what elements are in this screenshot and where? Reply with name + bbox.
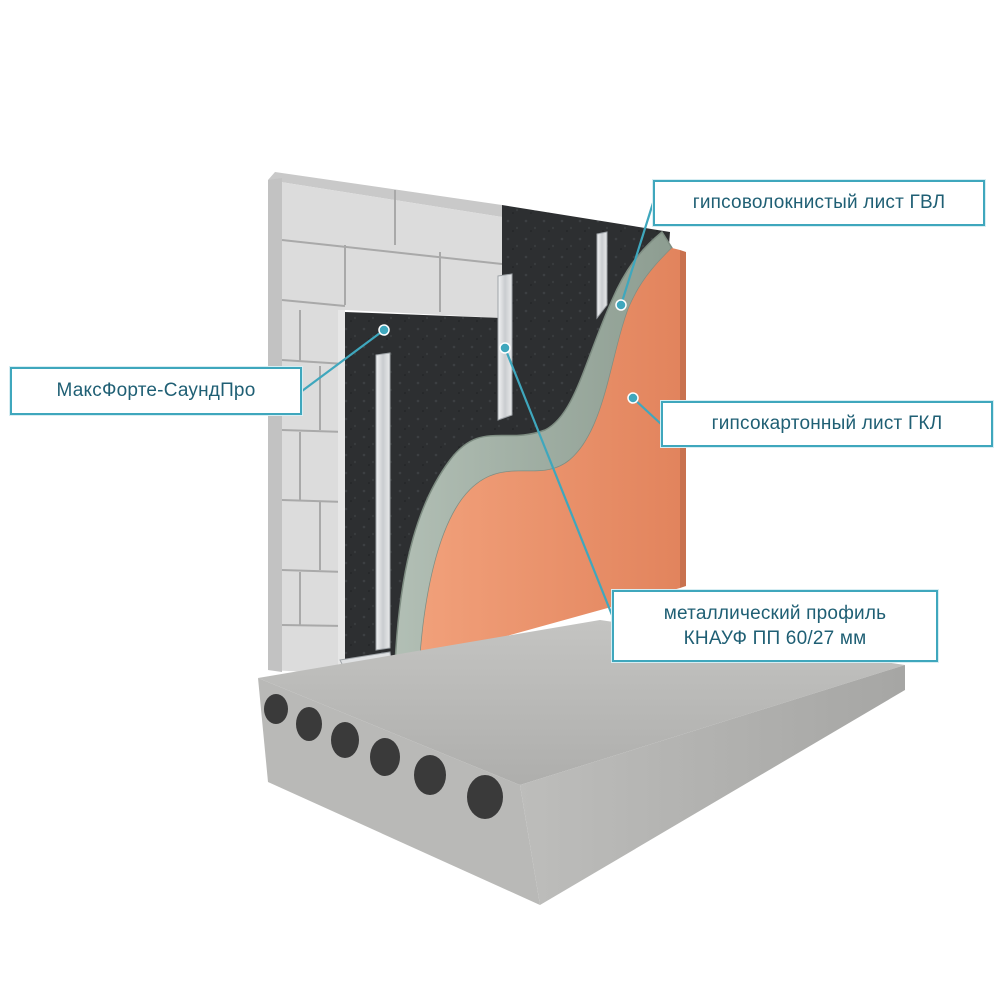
label-soundpro-text: МаксФорте-СаундПро xyxy=(56,380,256,401)
label-profile-line1: металлический профиль xyxy=(663,603,887,624)
label-profile-line2: КНАУФ ПП 60/27 мм xyxy=(683,628,867,649)
masonry-wall xyxy=(268,172,503,672)
leader-lines xyxy=(301,202,662,616)
label-soundpro: МаксФорте-СаундПро xyxy=(10,367,302,415)
leader-gvl xyxy=(619,202,655,306)
dot-gkl xyxy=(627,392,639,404)
dot-soundpro xyxy=(378,324,390,336)
label-gkl: гипсокартонный лист ГКЛ xyxy=(661,401,993,447)
label-gvl-text: гипсоволокнистый лист ГВЛ xyxy=(692,192,946,213)
leader-dots xyxy=(378,299,639,404)
label-gkl-text: гипсокартонный лист ГКЛ xyxy=(711,413,943,434)
dot-gvl xyxy=(615,299,627,311)
drywall-sheet xyxy=(420,248,680,660)
dot-profile xyxy=(499,342,511,354)
label-metal-profile: металлический профиль КНАУФ ПП 60/27 мм xyxy=(612,590,938,662)
concrete-slab xyxy=(258,620,905,905)
leader-soundpro xyxy=(301,329,385,392)
brick-joints xyxy=(281,190,503,627)
label-gvl: гипсоволокнистый лист ГВЛ xyxy=(653,180,985,226)
leader-gkl xyxy=(632,397,662,425)
leader-profile xyxy=(503,347,614,616)
slab-hollow-cores xyxy=(264,694,503,819)
